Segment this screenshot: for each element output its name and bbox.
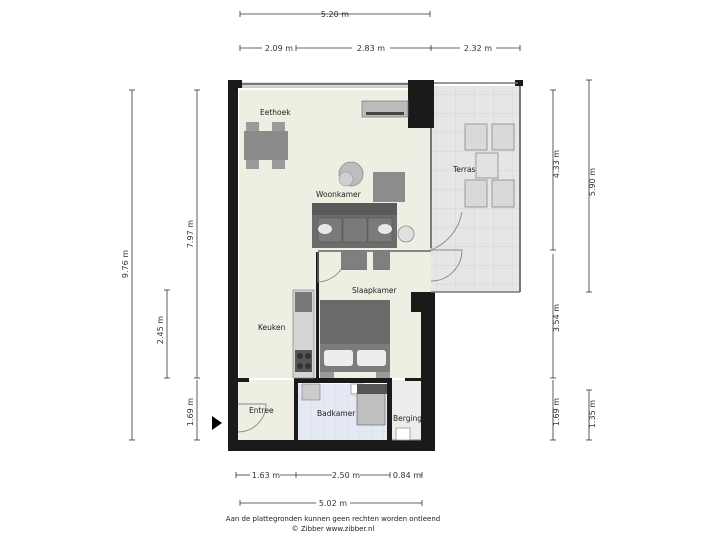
shower xyxy=(356,392,386,426)
pillow-bed-1 xyxy=(324,350,353,366)
label-eethoek: Eethoek xyxy=(260,108,291,117)
entree-door-swing xyxy=(237,403,267,433)
dim-left-mid: 2.45 m xyxy=(156,316,165,344)
label-entree: Entree xyxy=(249,406,274,415)
terrace-table xyxy=(475,152,499,179)
dim-bottom-seg-2: 2.50 m xyxy=(332,471,360,480)
plant xyxy=(338,171,354,187)
wall-bath-right xyxy=(387,378,392,440)
washing-machine xyxy=(301,383,321,401)
burner-4 xyxy=(305,363,311,369)
burner-1 xyxy=(297,353,303,359)
walls xyxy=(228,80,523,451)
dim-bottom-total: 5.02 m xyxy=(319,499,347,508)
terrace-chair-4 xyxy=(491,179,515,208)
boiler xyxy=(357,384,387,394)
coffee-table-1 xyxy=(341,250,367,270)
wall-bottom xyxy=(228,440,435,451)
dim-right-mid: 3.54 m xyxy=(552,304,561,332)
label-slaapkamer: Slaapkamer xyxy=(352,286,398,295)
label-keuken: Keuken xyxy=(258,323,286,332)
bed-duvet xyxy=(320,300,390,344)
dining-chair-2 xyxy=(272,122,285,131)
wall-top-right xyxy=(515,80,523,86)
dim-top-seg-2: 2.83 m xyxy=(357,44,385,53)
wall-right-lower xyxy=(421,292,435,451)
burner-3 xyxy=(297,363,303,369)
label-berging: Berging xyxy=(393,414,422,423)
wall-bath-top xyxy=(298,378,392,383)
tv xyxy=(366,112,404,115)
dining-table xyxy=(244,131,288,160)
cooktop xyxy=(295,350,312,372)
dining-chair-3 xyxy=(246,160,259,169)
pillow-2 xyxy=(378,224,392,234)
lamp-table xyxy=(397,225,415,243)
sofa-back xyxy=(312,203,397,215)
dim-right-lower-a: 1.69 m xyxy=(552,398,561,426)
dim-top-seg-1: 2.09 m xyxy=(265,44,293,53)
pillow-bed-2 xyxy=(357,350,386,366)
wall-left xyxy=(228,80,238,451)
dim-left-total: 9.76 m xyxy=(121,250,130,278)
wall-top-left xyxy=(228,80,242,88)
dim-right-lower-b: 1.35 m xyxy=(588,400,597,428)
toilet xyxy=(395,427,411,441)
wall-top-mid xyxy=(408,80,434,128)
wall-entree-top xyxy=(237,378,249,382)
footer-disclaimer: Aan de plattegronden kunnen geen rechten… xyxy=(226,515,440,523)
dim-right-total: 5.90 m xyxy=(588,168,597,196)
furniture xyxy=(244,100,515,441)
fridge xyxy=(295,292,312,312)
armchair xyxy=(373,172,405,202)
dim-right-terrace: 4.33 m xyxy=(552,150,561,178)
label-terras: Terras xyxy=(452,165,476,174)
dim-top-total: 5.20 m xyxy=(321,10,349,19)
dim-bottom-seg-1: 1.63 m xyxy=(252,471,280,480)
wall-berging-top xyxy=(405,378,421,381)
terrace-chair-2 xyxy=(491,123,515,151)
dim-left-lower: 1.69 m xyxy=(186,398,195,426)
terrace-chair-3 xyxy=(464,179,488,208)
nightstand-2 xyxy=(376,372,390,378)
label-woonkamer: Woonkamer xyxy=(316,190,362,199)
label-badkamer: Badkamer xyxy=(317,409,356,418)
pillow-1 xyxy=(318,224,332,234)
coffee-table-2 xyxy=(373,250,390,270)
wall-entree-right xyxy=(294,378,298,440)
dining-chair-1 xyxy=(246,122,259,131)
dim-left-upper: 7.97 m xyxy=(186,220,195,248)
wall-bedroom-left xyxy=(316,252,319,378)
nightstand-1 xyxy=(320,372,334,378)
terrace-door-swing-2 xyxy=(430,200,463,251)
sofa-cushion-2 xyxy=(342,217,368,243)
entree-floor xyxy=(237,380,296,440)
burner-2 xyxy=(305,353,311,359)
terrace-chair-1 xyxy=(464,123,488,151)
footer-copyright: © Zibber www.zibber.nl xyxy=(292,525,375,533)
dining-chair-4 xyxy=(272,160,285,169)
dim-bottom-seg-3: 0.84 m xyxy=(393,471,421,480)
dim-top-seg-3: 2.32 m xyxy=(464,44,492,53)
entrance-arrow-icon xyxy=(212,416,222,430)
terrace-door-swing xyxy=(430,249,463,282)
wall-right-mid xyxy=(411,292,435,312)
